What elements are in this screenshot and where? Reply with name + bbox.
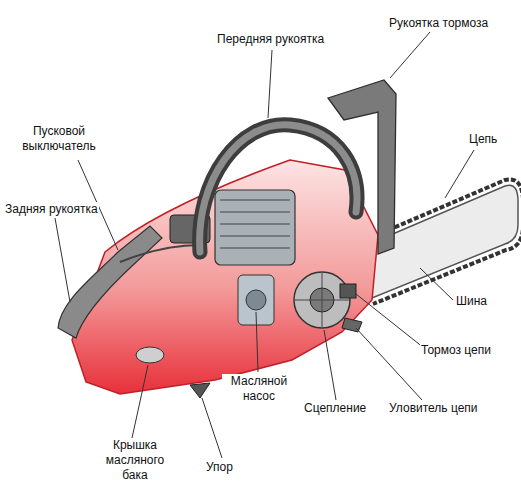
part-label: Уловитель цепи (388, 401, 479, 416)
oil-pump-gear (246, 290, 266, 310)
leader-line (420, 268, 453, 300)
front-handle-grip (200, 125, 357, 252)
cooling-fin (220, 212, 290, 213)
cooling-fin (220, 200, 290, 201)
leader-line (55, 218, 70, 302)
part-label: Масляной насос (222, 374, 296, 404)
part-label: Передняя рукоятка (216, 32, 325, 47)
part-label: Сцепление (303, 401, 367, 416)
clutch-drum (294, 272, 350, 328)
part-label: Цепь (468, 132, 498, 147)
part-label: Шина (455, 294, 488, 309)
part-label: Задняя рукоятка (4, 202, 99, 217)
oil-tank-cap (136, 347, 164, 363)
cooling-fin (220, 224, 290, 225)
chain-brake (340, 284, 356, 298)
rear-handle (58, 226, 162, 338)
leader-line (324, 330, 336, 400)
leader-line (356, 294, 424, 348)
leader-line (356, 328, 422, 400)
throttle-trigger (120, 245, 200, 262)
chain-catcher (342, 318, 362, 332)
clutch-spoke (295, 300, 349, 301)
leader-line (202, 398, 222, 458)
cooling-fin (220, 236, 290, 237)
bumper-spike (190, 383, 210, 398)
brake-handle (328, 80, 396, 254)
cooling-fin (220, 248, 290, 249)
part-label: Рукоятка тормоза (388, 16, 489, 31)
part-label: Упор (205, 460, 234, 475)
leader-line (132, 365, 148, 438)
part-label: Тормоз цепи (420, 343, 492, 358)
leader-line (268, 50, 272, 118)
leader-lines (55, 32, 474, 458)
leader-line (445, 150, 474, 198)
leader-line (390, 32, 430, 78)
front-handle (200, 125, 357, 252)
leader-line (256, 312, 258, 372)
clutch (294, 272, 350, 328)
part-label: Пусковой выключатель (14, 124, 104, 154)
engine (170, 190, 295, 325)
part-label: Крышка масляного бака (95, 438, 175, 483)
engine-block (215, 190, 295, 265)
